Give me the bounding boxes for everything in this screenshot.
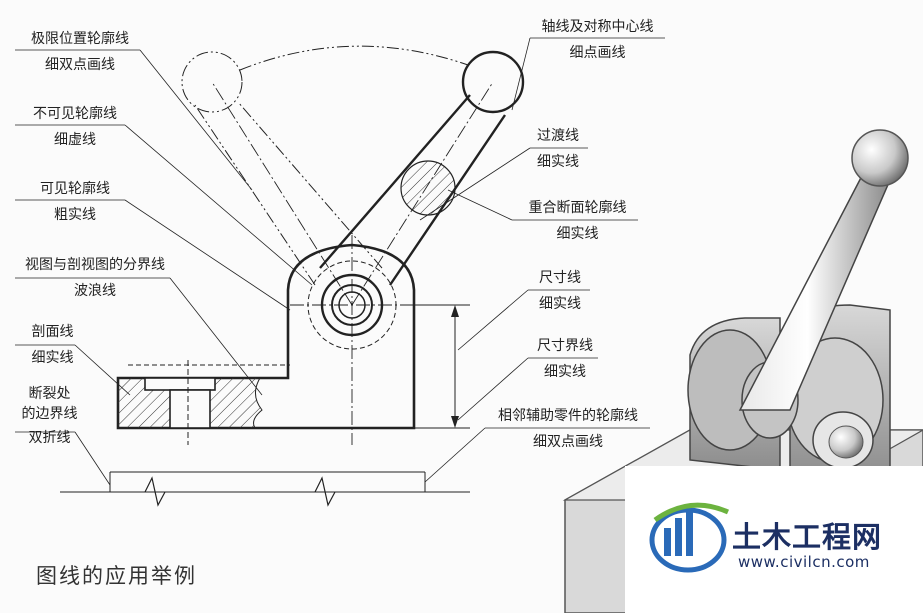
label-axis-center-line: 轴线及对称中心线 细点画线	[530, 18, 665, 62]
label-line: 断裂处	[28, 386, 71, 402]
label-line: 剖面线	[31, 324, 74, 340]
label-section-line: 剖面线 细实线	[15, 323, 90, 367]
label-line: 的边界线	[21, 406, 78, 422]
label-line: 极限位置轮廓线	[31, 31, 129, 47]
label-line: 过渡线	[537, 128, 579, 144]
label-line: 相邻辅助零件的轮廓线	[498, 408, 638, 424]
label-extension-line: 尺寸界线 细实线	[530, 337, 600, 381]
label-line: 双折线	[28, 430, 71, 446]
label-hidden-outline: 不可见轮廓线 细虚线	[20, 105, 130, 149]
label-line: 不可见轮廓线	[33, 106, 117, 122]
label-line: 细实线	[539, 296, 581, 312]
label-dimension-line: 尺寸线 细实线	[530, 269, 590, 313]
label-line: 细实线	[31, 350, 74, 366]
label-view-boundary: 视图与剖视图的分界线 波浪线	[10, 256, 180, 300]
drawing-linework	[15, 37, 665, 507]
label-transition-line: 过渡线 细实线	[528, 127, 588, 171]
label-line: 可见轮廓线	[40, 181, 110, 197]
label-line: 细实线	[537, 154, 579, 170]
label-line: 细实线	[556, 226, 599, 242]
label-line: 波浪线	[74, 283, 116, 299]
label-adjacent-part: 相邻辅助零件的轮廓线 细双点画线	[483, 407, 653, 451]
label-line: 重合断面轮廓线	[528, 200, 627, 216]
label-line: 尺寸界线	[537, 338, 593, 354]
label-line: 视图与剖视图的分界线	[25, 257, 165, 273]
label-line: 细双点画线	[45, 57, 115, 73]
label-break-boundary: 断裂处 的边界线 双折线	[12, 385, 87, 447]
civilcn-logo-icon	[649, 502, 730, 573]
label-extreme-position: 极限位置轮廓线 细双点画线	[20, 30, 140, 74]
label-coincident-section: 重合断面轮廓线 细实线	[515, 199, 640, 243]
watermark-backdrop	[625, 466, 923, 613]
label-line: 轴线及对称中心线	[541, 19, 654, 35]
label-line: 细虚线	[54, 132, 96, 148]
label-line: 尺寸线	[539, 270, 581, 286]
label-line: 细双点画线	[533, 434, 603, 450]
watermark-name: 土木工程网	[732, 520, 883, 554]
label-line: 细实线	[544, 364, 586, 380]
label-line: 粗实线	[54, 207, 96, 223]
watermark-url: www.civilcn.com	[738, 553, 870, 571]
figure-caption: 图线的应用举例	[36, 564, 197, 588]
label-visible-outline: 可见轮廓线 粗实线	[25, 180, 125, 224]
label-line: 细点画线	[569, 45, 626, 61]
